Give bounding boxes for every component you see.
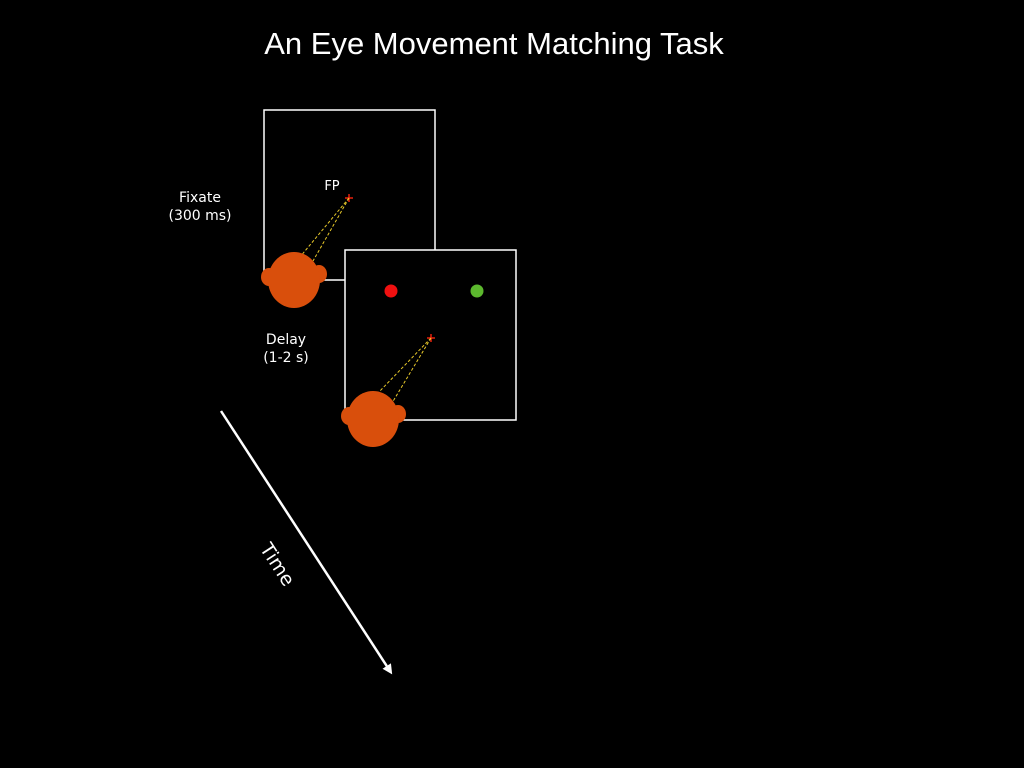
delay-label-line1: Delay xyxy=(266,332,306,348)
fixation-point-label: FP xyxy=(324,179,339,194)
head-icon xyxy=(341,391,406,447)
time-arrow-icon xyxy=(219,410,393,675)
gaze-lines xyxy=(299,197,350,262)
time-arrow: Time xyxy=(219,410,393,675)
delay-label-line2: (1-2 s) xyxy=(263,350,309,366)
slide-title: An Eye Movement Matching Task xyxy=(264,26,724,61)
fixate-panel: FP Fixate (300 ms) xyxy=(168,109,436,281)
target-dot-icon xyxy=(470,284,484,298)
target-dot-icon xyxy=(384,284,398,298)
fixate-label-line1: Fixate xyxy=(179,190,221,206)
fixate-label-line2: (300 ms) xyxy=(168,208,231,224)
gaze-lines xyxy=(377,337,432,404)
time-label: Time xyxy=(255,538,299,590)
head-icon xyxy=(261,252,327,308)
